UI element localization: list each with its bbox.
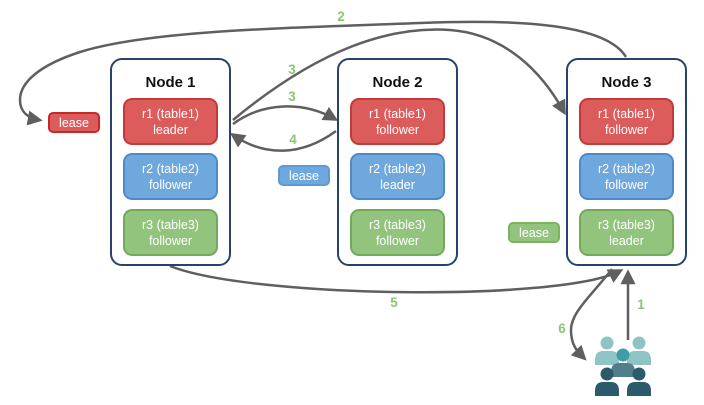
replica-role: follower (375, 233, 420, 248)
replica-name: r1 (table1) (142, 106, 199, 121)
lease-badge-r1: lease (48, 112, 100, 133)
node-2-replica-r2: r2 (table2) leader (350, 153, 445, 200)
replica-role: leader (153, 122, 188, 137)
replica-role: leader (609, 233, 644, 248)
step-label-2: 2 (337, 9, 345, 24)
replica-role: leader (380, 177, 415, 192)
replica-name: r3 (table3) (369, 217, 426, 232)
replica-role: follower (148, 233, 193, 248)
node-1: Node 1 r1 (table1) leader r2 (table2) fo… (110, 58, 231, 266)
step-label-6: 6 (558, 321, 566, 336)
node-2-title: Node 2 (372, 74, 423, 91)
lease-badge-r3: lease (508, 222, 560, 243)
node-3-replica-r2: r2 (table2) follower (579, 153, 674, 200)
node-1-replica-r2: r2 (table2) follower (123, 153, 218, 200)
arrow-step-5-node1-to-node3 (169, 264, 624, 294)
replica-name: r2 (table2) (142, 161, 199, 176)
node-3: Node 3 r1 (table1) follower r2 (table2) … (566, 58, 687, 266)
replica-role: follower (148, 177, 193, 192)
node-3-title: Node 3 (601, 74, 652, 91)
step-label-1: 1 (637, 297, 645, 312)
replica-name: r3 (table3) (598, 217, 655, 232)
step-label-5: 5 (390, 295, 398, 310)
arrow-step-4-node2-to-leader (229, 129, 337, 152)
replica-name: r2 (table2) (369, 161, 426, 176)
users-group-icon (595, 336, 651, 396)
arrow-step-3-leader-to-node3 (232, 28, 566, 121)
node-2: Node 2 r1 (table1) follower r2 (table2) … (337, 58, 458, 266)
node-3-replica-r3: r3 (table3) leader (579, 209, 674, 256)
step-label-3a: 3 (288, 62, 296, 77)
arrow-step-3-leader-to-node2 (232, 105, 339, 126)
arrow-step-2-node3-to-lease (18, 20, 628, 126)
replica-name: r2 (table2) (598, 161, 655, 176)
lease-badge-r2: lease (278, 165, 330, 186)
replica-role: follower (604, 122, 649, 137)
arrow-step-6-node3-to-users (569, 268, 613, 361)
replica-role: follower (604, 177, 649, 192)
node-2-replica-r1: r1 (table1) follower (350, 98, 445, 145)
node-2-replica-r3: r3 (table3) follower (350, 209, 445, 256)
node-3-replica-r1: r1 (table1) follower (579, 98, 674, 145)
replica-name: r1 (table1) (369, 106, 426, 121)
replica-role: follower (375, 122, 420, 137)
step-label-3b: 3 (288, 89, 296, 104)
node-1-replica-r1: r1 (table1) leader (123, 98, 218, 145)
node-1-replica-r3: r3 (table3) follower (123, 209, 218, 256)
node-1-title: Node 1 (145, 74, 196, 91)
step-label-4: 4 (289, 132, 297, 147)
replica-name: r3 (table3) (142, 217, 199, 232)
replica-name: r1 (table1) (598, 106, 655, 121)
